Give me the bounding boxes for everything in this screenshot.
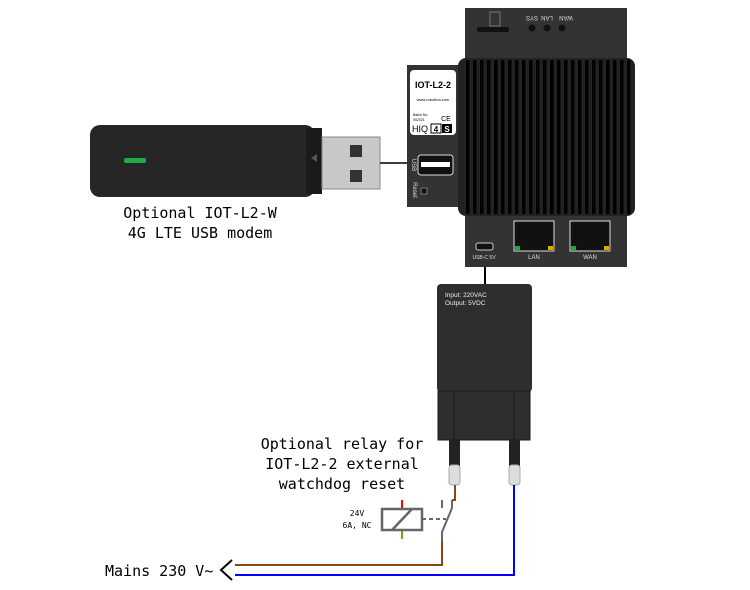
- led-label-sys: SYS: [526, 14, 538, 20]
- heatsink-fin: [557, 60, 561, 214]
- live-wire: [452, 485, 456, 501]
- relay-rating-1: 24V: [350, 509, 365, 518]
- heatsink-fin: [487, 60, 491, 214]
- lan-port[interactable]: [513, 220, 555, 252]
- heatsink-fin: [515, 60, 519, 214]
- device-website: www.robotina.com: [417, 97, 450, 102]
- heatsink-fin: [522, 60, 526, 214]
- heatsink-fin: [543, 60, 547, 214]
- heatsink-fin: [473, 60, 477, 214]
- heatsink-fin: [585, 60, 589, 214]
- relay-rating-2: 6A, NC: [343, 521, 372, 530]
- heatsink-fin: [536, 60, 540, 214]
- heatsink-fin: [599, 60, 603, 214]
- reset-button[interactable]: [420, 187, 428, 195]
- mains-plug-icon: [219, 559, 233, 581]
- wan-port[interactable]: [569, 220, 611, 252]
- heatsink-fin: [606, 60, 610, 214]
- batch-no: 052021: [413, 118, 425, 122]
- usbc-port[interactable]: [475, 242, 494, 251]
- heatsink-fin: [550, 60, 554, 214]
- iot-device: WAN LAN SYS IOT-L2-2 www.robotina.com Ba…: [407, 8, 635, 267]
- usb-label: USB: [410, 159, 416, 171]
- usb-modem: [90, 125, 381, 197]
- batch-label: Batch No.: [413, 113, 428, 117]
- wan-label: WAN: [583, 255, 597, 261]
- brand-logo: HIQ: [412, 124, 428, 134]
- charger-input: Input: 220VAC: [445, 292, 487, 299]
- heatsink-fin: [529, 60, 533, 214]
- relay: 24V 6A, NC: [343, 500, 453, 541]
- relay-caption-1: Optional relay for: [261, 435, 424, 453]
- heatsink-fin: [578, 60, 582, 214]
- charger-output: Output: 5VDC: [445, 300, 486, 307]
- brand-badge-1: 4: [434, 125, 439, 134]
- power-adapter: Input: 220VAC Output: 5VDC: [437, 284, 532, 486]
- led-label-wan: WAN: [559, 14, 573, 20]
- heatsink-fin: [501, 60, 505, 214]
- heatsink-fin: [564, 60, 568, 214]
- heatsink-fin: [480, 60, 484, 214]
- reset-label: Reset: [411, 182, 417, 198]
- led-label-lan: LAN: [541, 14, 553, 20]
- heatsink-fin: [627, 60, 631, 214]
- relay-caption-3: watchdog reset: [279, 475, 405, 493]
- mains-label: Mains 230 V~: [105, 562, 213, 580]
- heatsink-fin: [508, 60, 512, 214]
- relay-caption-2: IOT-L2-2 external: [265, 455, 419, 473]
- ce-mark: CE: [441, 116, 451, 123]
- modem-caption-2: 4G LTE USB modem: [128, 224, 273, 242]
- usbc-label: USB-C 5V: [472, 255, 496, 261]
- device-model: IOT-L2-2: [415, 80, 451, 90]
- heatsink-fin: [613, 60, 617, 214]
- brand-badge-2: S: [444, 125, 450, 134]
- heatsink-fin: [592, 60, 596, 214]
- lan-label: LAN: [528, 255, 540, 261]
- modem-caption-1: Optional IOT-L2-W: [123, 204, 277, 222]
- heatsink-fin: [620, 60, 624, 214]
- heatsink-fin: [494, 60, 498, 214]
- heatsink-fin: [466, 60, 470, 214]
- modem-led-icon: [124, 158, 146, 163]
- heatsink-fin: [571, 60, 575, 214]
- neutral-wire: [235, 485, 515, 576]
